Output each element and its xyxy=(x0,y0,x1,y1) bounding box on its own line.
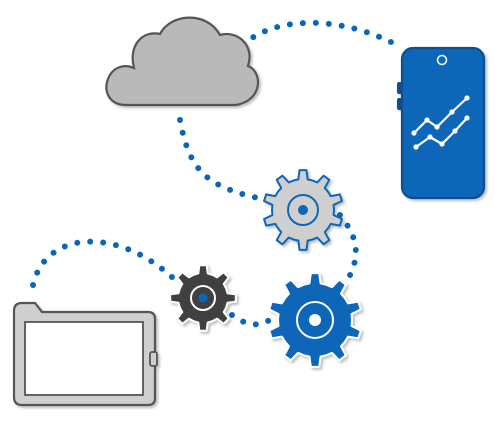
cloud-icon xyxy=(105,16,260,107)
line-chart-icon xyxy=(411,95,470,150)
cloud-to-phone-connector xyxy=(240,19,405,51)
connectors xyxy=(30,19,405,328)
gear-gray-to-gear-blue-connector xyxy=(337,212,359,286)
tablet-to-gear-dark-connector xyxy=(30,238,176,288)
gear-dark-to-gear-blue-connector xyxy=(229,312,275,328)
cloud-to-gear-gray-connector xyxy=(177,117,270,203)
smartphone-icon xyxy=(397,46,486,200)
tablet-folder-icon xyxy=(12,301,158,407)
gear-blue-icon xyxy=(268,272,362,368)
gear-gray-icon xyxy=(263,169,343,251)
gear-dark-icon xyxy=(169,264,237,332)
